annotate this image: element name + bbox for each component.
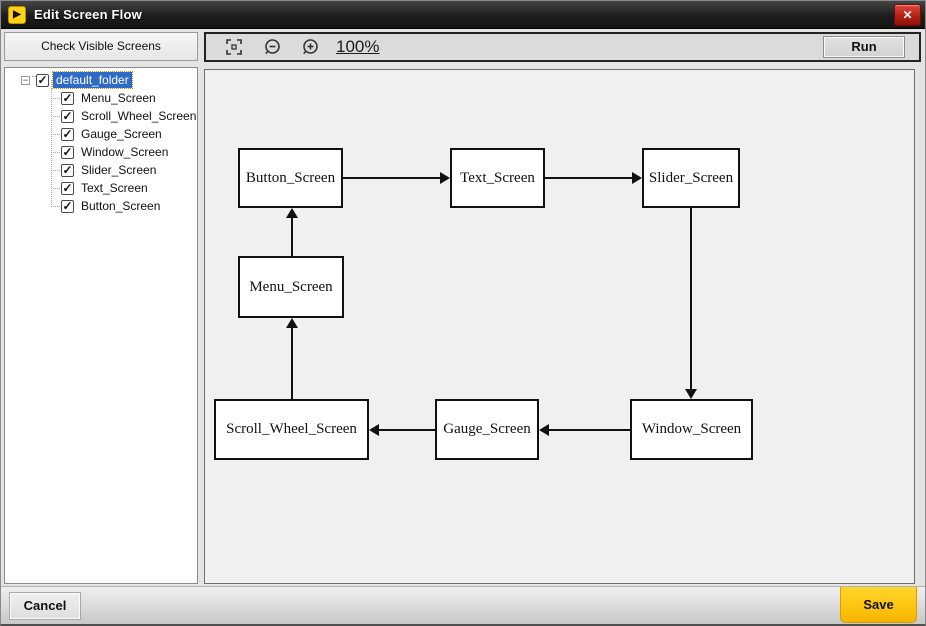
edge-slider-to-window bbox=[690, 208, 692, 389]
window-title: Edit Screen Flow bbox=[34, 7, 142, 22]
tree-row-menu-screen: ✓ Menu_Screen bbox=[61, 89, 159, 107]
arrowhead-up-icon bbox=[286, 318, 298, 328]
flow-node-text-screen[interactable]: Text_Screen bbox=[450, 148, 545, 208]
tree-connector bbox=[51, 134, 60, 135]
checkbox-slider-screen[interactable]: ✓ bbox=[61, 162, 74, 177]
tree-row-button-screen: ✓ Button_Screen bbox=[61, 197, 163, 215]
check-visible-screens-button[interactable]: Check Visible Screens bbox=[4, 32, 198, 61]
edge-gauge-to-scroll-wheel bbox=[379, 429, 435, 431]
edge-button-to-text bbox=[343, 177, 440, 179]
arrowhead-left-icon bbox=[539, 424, 549, 436]
edge-text-to-slider bbox=[545, 177, 632, 179]
run-button[interactable]: Run bbox=[823, 36, 905, 58]
title-bar: ▶ Edit Screen Flow ✕ bbox=[1, 1, 925, 29]
arrowhead-left-icon bbox=[369, 424, 379, 436]
save-button[interactable]: Save bbox=[840, 587, 917, 623]
flow-node-button-screen[interactable]: Button_Screen bbox=[238, 148, 343, 208]
tree-item-gauge-screen[interactable]: Gauge_Screen bbox=[81, 127, 162, 141]
arrowhead-down-icon bbox=[685, 389, 697, 399]
edge-window-to-gauge bbox=[549, 429, 630, 431]
play-app-icon: ▶ bbox=[8, 5, 26, 24]
tree-connector bbox=[51, 98, 60, 99]
fit-to-screen-icon[interactable] bbox=[224, 37, 244, 57]
flow-canvas[interactable]: Button_Screen Text_Screen Slider_Screen … bbox=[204, 69, 915, 584]
tree-item-default-folder[interactable]: default_folder bbox=[52, 71, 133, 89]
collapse-icon[interactable]: − bbox=[21, 74, 30, 85]
checkbox-button-screen[interactable]: ✓ bbox=[61, 198, 74, 213]
edge-menu-to-button bbox=[291, 218, 293, 256]
tree-item-menu-screen[interactable]: Menu_Screen bbox=[81, 91, 156, 105]
footer-bar: Cancel Save bbox=[1, 586, 925, 624]
cancel-button[interactable]: Cancel bbox=[9, 592, 81, 620]
tree-row-text-screen: ✓ Text_Screen bbox=[61, 179, 151, 197]
checkbox-menu-screen[interactable]: ✓ bbox=[61, 90, 74, 105]
diagram-toolbar: 100% Run bbox=[204, 32, 921, 62]
close-button[interactable]: ✕ bbox=[894, 4, 921, 26]
tree-item-window-screen[interactable]: Window_Screen bbox=[81, 145, 169, 159]
tree-connector bbox=[51, 116, 60, 117]
zoom-out-icon[interactable] bbox=[262, 37, 282, 57]
tree-row-default-folder: − ✓ default_folder bbox=[21, 71, 133, 89]
flow-node-slider-screen[interactable]: Slider_Screen bbox=[642, 148, 740, 208]
flow-node-gauge-screen[interactable]: Gauge_Screen bbox=[435, 399, 539, 460]
checkbox-gauge-screen[interactable]: ✓ bbox=[61, 126, 74, 141]
tree-row-slider-screen: ✓ Slider_Screen bbox=[61, 161, 159, 179]
arrowhead-right-icon bbox=[440, 172, 450, 184]
zoom-level-value[interactable]: 100% bbox=[336, 37, 380, 56]
screen-tree-panel: − ✓ default_folder ✓ Menu_Screen ✓ Scrol… bbox=[4, 67, 198, 584]
tree-row-gauge-screen: ✓ Gauge_Screen bbox=[61, 125, 165, 143]
flow-node-scroll-wheel-screen[interactable]: Scroll_Wheel_Screen bbox=[214, 399, 369, 460]
arrowhead-right-icon bbox=[632, 172, 642, 184]
checkbox-default-folder[interactable]: ✓ bbox=[36, 72, 49, 87]
zoom-in-icon[interactable] bbox=[300, 37, 320, 57]
tree-connector bbox=[51, 206, 60, 207]
tree-connector bbox=[51, 152, 60, 153]
tree-item-scroll-wheel-screen[interactable]: Scroll_Wheel_Screen bbox=[81, 109, 197, 123]
tree-item-slider-screen[interactable]: Slider_Screen bbox=[81, 163, 157, 177]
tree-row-scroll-wheel-screen: ✓ Scroll_Wheel_Screen bbox=[61, 107, 197, 125]
flow-node-menu-screen[interactable]: Menu_Screen bbox=[238, 256, 344, 318]
tree-item-button-screen[interactable]: Button_Screen bbox=[81, 199, 161, 213]
tree-connector bbox=[51, 188, 60, 189]
tree-connector bbox=[51, 80, 52, 207]
arrowhead-up-icon bbox=[286, 208, 298, 218]
checkbox-scroll-wheel-screen[interactable]: ✓ bbox=[61, 108, 74, 123]
tree-item-text-screen[interactable]: Text_Screen bbox=[81, 181, 148, 195]
checkbox-text-screen[interactable]: ✓ bbox=[61, 180, 74, 195]
tree-connector bbox=[51, 170, 60, 171]
edge-scroll-wheel-to-menu bbox=[291, 328, 293, 399]
flow-node-window-screen[interactable]: Window_Screen bbox=[630, 399, 753, 460]
tree-row-window-screen: ✓ Window_Screen bbox=[61, 143, 171, 161]
checkbox-window-screen[interactable]: ✓ bbox=[61, 144, 74, 159]
